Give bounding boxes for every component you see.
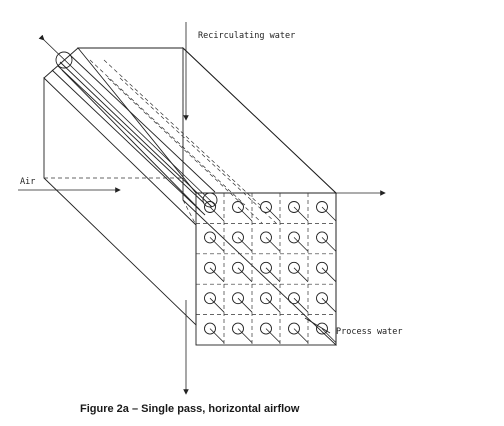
tube-array [204,201,337,343]
tube [260,201,281,222]
tube [288,201,309,222]
tube [316,201,337,222]
tube [204,322,225,343]
tube [288,261,309,283]
tube [232,231,253,252]
tube [232,261,253,283]
air-label: Air [20,177,35,187]
tube [288,231,309,252]
tube [232,201,253,222]
unit-housing [43,46,338,347]
tube [316,292,337,313]
tube [288,292,309,313]
figure-caption: Figure 2a – Single pass, horizontal airf… [80,403,300,415]
tube [232,322,253,343]
tube-grid-lines [196,193,336,345]
tube [260,322,281,343]
tube [316,322,337,343]
tube [316,231,337,252]
tube [204,261,225,283]
tube [204,292,225,313]
tube [316,261,337,283]
recirculating-water-label: Recirculating water [198,31,295,41]
tube-header [38,34,218,211]
tube [204,231,225,252]
tube [260,231,281,252]
tube [288,322,309,343]
tube [260,292,281,313]
process-water-label: Process water [336,327,403,337]
tube [260,261,281,283]
tube [204,201,225,222]
hidden-edges [44,48,277,226]
flow-arrows [18,22,386,395]
tube [232,292,253,313]
